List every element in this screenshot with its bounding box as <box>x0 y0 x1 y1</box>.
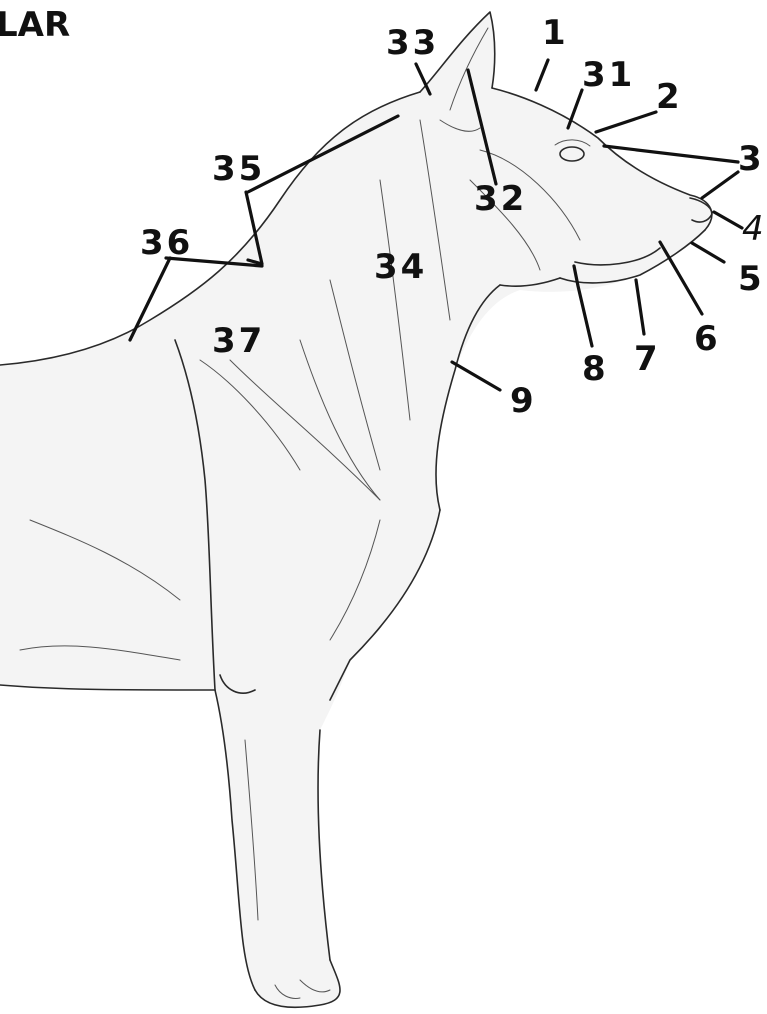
label-9: 9 <box>510 381 537 421</box>
label-32: 32 <box>474 179 527 219</box>
label-1: 1 <box>542 13 569 53</box>
label-37: 37 <box>212 321 265 361</box>
label-34: 34 <box>374 247 427 287</box>
label-2: 2 <box>656 77 683 117</box>
label-36: 36 <box>140 223 193 263</box>
label-33: 33 <box>386 23 439 63</box>
label-8: 8 <box>582 349 609 389</box>
label-31: 31 <box>582 55 635 95</box>
label-7: 7 <box>634 339 661 379</box>
label-5: 5 <box>738 259 765 299</box>
dog-illustration <box>0 12 712 1007</box>
section-heading: LAR <box>0 5 70 45</box>
label-35: 35 <box>212 149 265 189</box>
label-6: 6 <box>694 319 721 359</box>
label-3: 3 <box>738 139 765 179</box>
label-4: 4 <box>742 209 764 249</box>
